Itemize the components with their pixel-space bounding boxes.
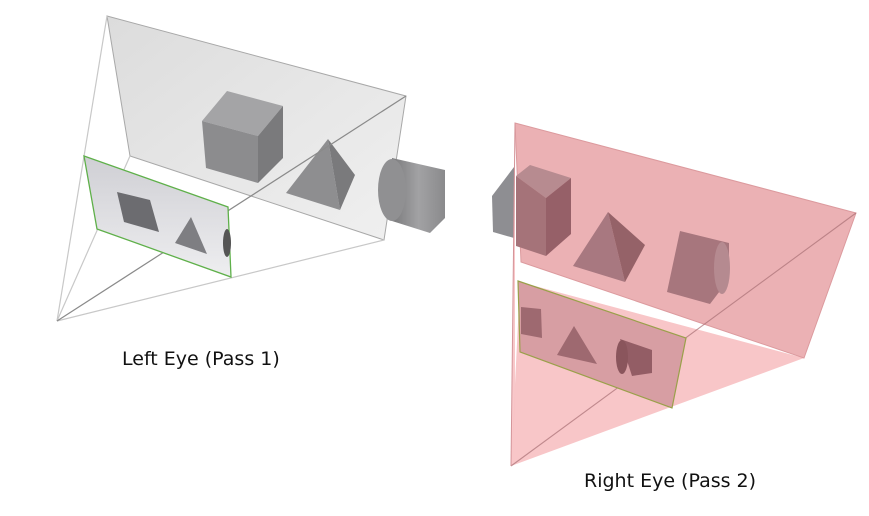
left-eye-frustum xyxy=(56,15,445,322)
right-grey-cube xyxy=(492,167,514,238)
left-pyramid xyxy=(286,139,355,210)
left-eye-label: Left Eye (Pass 1) xyxy=(122,348,280,370)
right-eye-label: Right Eye (Pass 2) xyxy=(584,470,757,492)
right-pyramid xyxy=(573,212,645,282)
right-cylinder xyxy=(667,231,730,304)
right-cube xyxy=(516,165,571,256)
right-near-plane xyxy=(517,280,687,409)
right-eye-frustum xyxy=(492,122,857,467)
left-cylinder xyxy=(378,158,445,233)
left-near-plane xyxy=(83,155,232,278)
left-cube xyxy=(202,91,283,183)
